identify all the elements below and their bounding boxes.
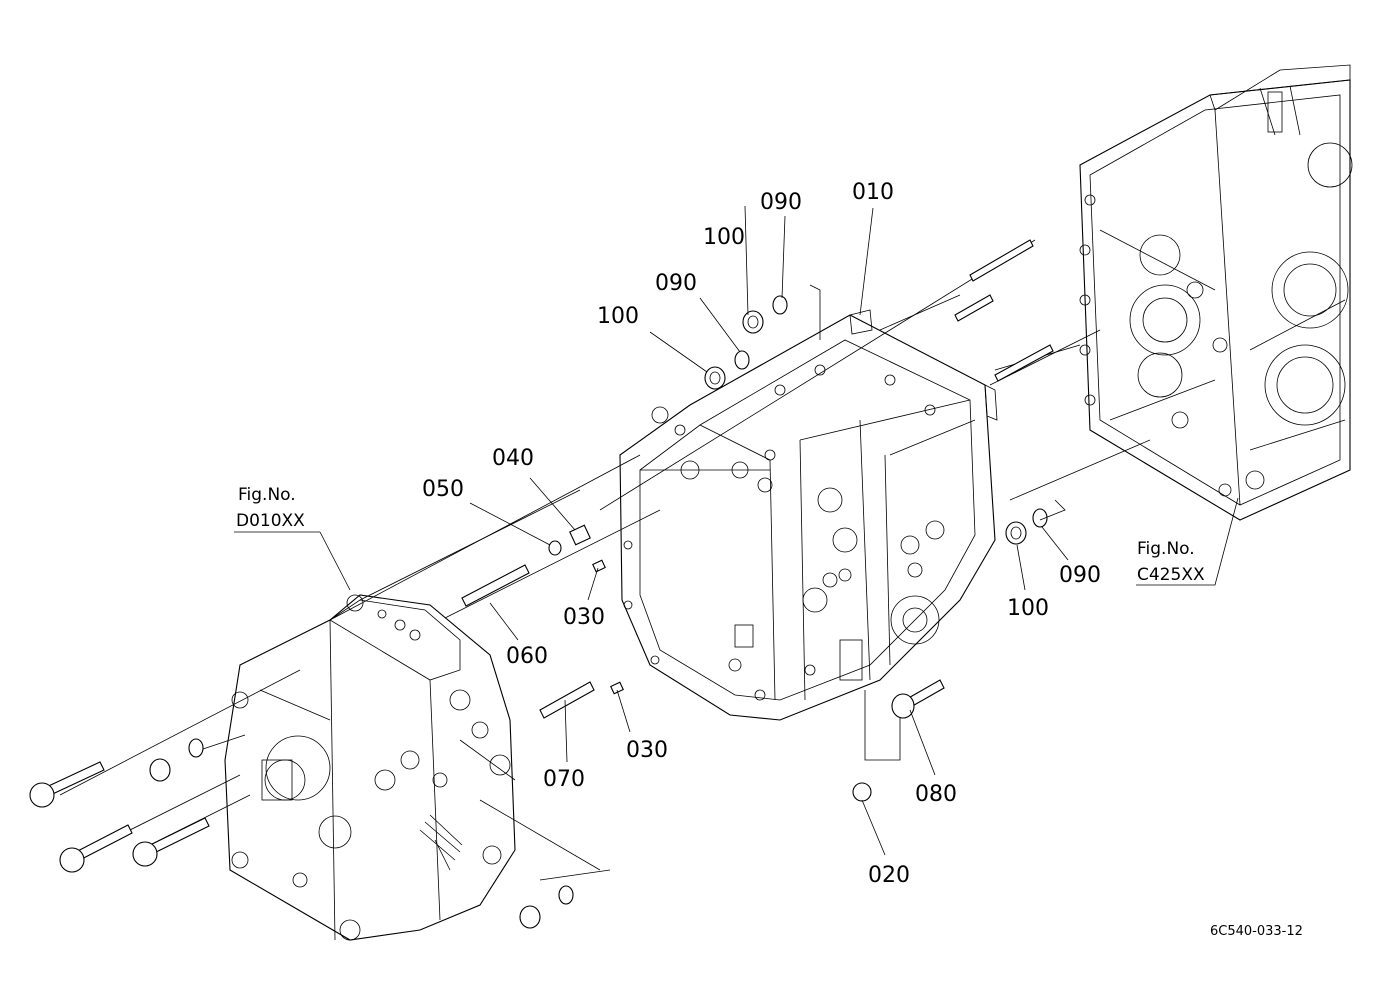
alignment-lines [59,239,1151,881]
label-part-020: 020 [868,863,910,888]
label-part-070: 070 [543,767,585,792]
washer-left-2 [558,885,574,905]
label-part-060: 060 [506,644,548,669]
o-ring-050 [548,540,562,556]
plug-020 [852,782,872,802]
washer-090-b [772,295,788,315]
nut-left-2 [519,905,541,929]
right-fig-label: Fig.No. [1137,539,1195,559]
pin-030-a [592,559,606,573]
stud-060 [461,564,530,607]
bushing-040 [569,524,591,546]
washer-left-1 [188,738,204,758]
label-part-080: 080 [915,782,957,807]
left-fig-code: D010XX [236,511,305,531]
label-part-100-right: 100 [1007,596,1049,621]
nut-100-a [704,366,726,390]
nut-left-1 [149,758,171,782]
label-part-100-middle: 100 [597,304,639,329]
diagram-code: 6C540-033-12 [1210,924,1303,939]
nut-100-b [742,310,764,334]
stud-lower [994,344,1054,382]
front-housing-drawing [224,594,516,941]
rear-housing-drawing [1079,64,1353,521]
label-part-050: 050 [422,477,464,502]
label-part-090-top: 090 [760,190,802,215]
label-part-040: 040 [492,446,534,471]
stud-070 [539,681,595,719]
label-part-010: 010 [852,180,894,205]
nut-100-c [1005,521,1027,545]
label-part-030-upper: 030 [563,605,605,630]
part-labels: 090 100 090 100 010 040 050 030 060 030 … [422,180,1101,888]
label-part-090-middle: 090 [655,271,697,296]
leader-lines [234,205,1239,856]
stud-upper [969,239,1034,282]
loose-parts [29,239,1054,929]
stud-middle [954,294,994,322]
left-fig-label: Fig.No. [238,485,296,505]
right-fig-code: C425XX [1137,565,1205,585]
label-part-030-lower: 030 [626,738,668,763]
figure-references: Fig.No. D010XX Fig.No. C425XX [236,485,1205,585]
washer-090-c [1032,508,1048,528]
label-part-100-top: 100 [703,225,745,250]
pin-030-b [610,681,624,695]
label-part-090-right: 090 [1059,563,1101,588]
washer-090-a [734,350,750,370]
transmission-case-drawing [619,309,998,721]
